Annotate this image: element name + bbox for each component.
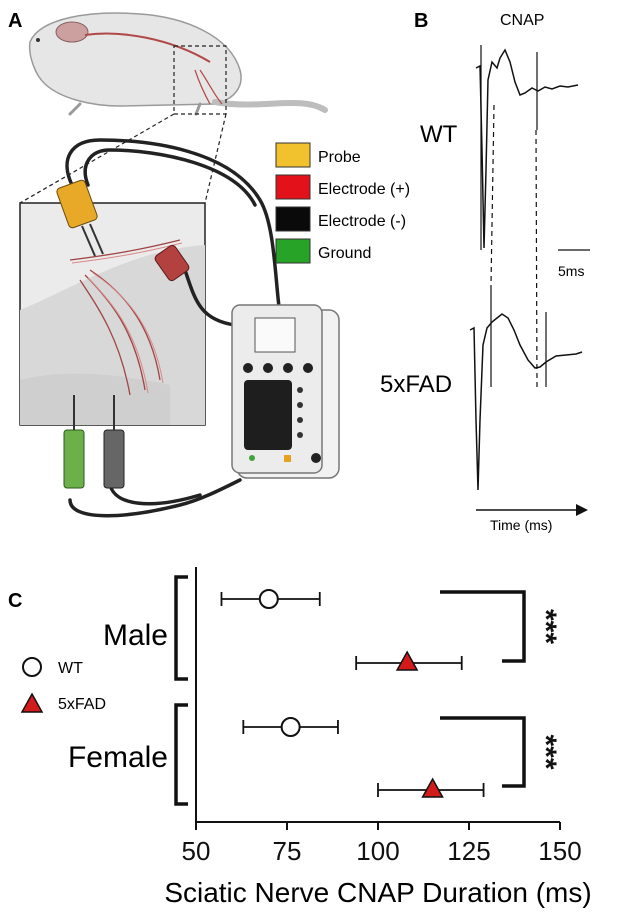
legend-swatch-electrode-positive xyxy=(275,174,311,200)
wt-boundary-lines xyxy=(480,45,538,250)
fad-cnap-trace xyxy=(469,313,583,491)
legend-label-electrode-negative: Electrode (-) xyxy=(318,213,406,230)
x-tick-label-75: 75 xyxy=(273,836,302,866)
legend-wt-label: WT xyxy=(58,660,83,677)
x-tick-label-100: 100 xyxy=(356,836,399,866)
panel-c-label: C xyxy=(8,590,22,612)
significance-bracket-male xyxy=(440,590,526,663)
zoom-line-left xyxy=(19,113,175,204)
positive-electrode-connector xyxy=(154,244,190,282)
point-wt-male xyxy=(258,589,279,609)
time-axis xyxy=(476,504,588,516)
legend-swatch-probe xyxy=(275,142,311,168)
point-wt-female xyxy=(280,717,301,737)
negative-electrode-connector xyxy=(103,395,125,489)
ground-connector xyxy=(63,395,85,489)
cnap-title: CNAP xyxy=(500,12,544,29)
x-tick-label-50: 50 xyxy=(182,836,211,866)
significance-bracket-female xyxy=(440,716,526,788)
group-label-male: Male xyxy=(103,619,168,652)
recording-device xyxy=(231,304,340,479)
onset-offset-dashed-lines xyxy=(490,104,538,388)
significance-stars-male: *** xyxy=(529,609,562,644)
legend-swatch-ground xyxy=(275,238,311,264)
wt-trace-label: WT xyxy=(420,121,458,148)
wt-cnap-trace xyxy=(475,48,579,249)
fad-boundary-lines xyxy=(490,285,547,387)
legend-label-electrode-positive: Electrode (+) xyxy=(318,181,410,198)
time-axis-arrow-icon xyxy=(576,504,588,516)
chart-legend: WT 5xFAD xyxy=(20,657,106,713)
legend-fad-label: 5xFAD xyxy=(58,696,106,713)
x-tick-label-125: 125 xyxy=(447,836,490,866)
mouse-illustration xyxy=(19,12,328,204)
electrode-legend: Probe Electrode (+) Electrode (-) Ground xyxy=(275,142,410,264)
significance-stars-female: *** xyxy=(529,734,562,769)
scale-bar-label: 5ms xyxy=(558,263,584,279)
legend-wt-marker xyxy=(22,657,42,677)
panel-b-label: B xyxy=(414,10,428,32)
bracket-female xyxy=(174,703,188,806)
bracket-male xyxy=(174,575,188,681)
group-label-female: Female xyxy=(68,741,168,774)
duration-plot: 50 75 100 125 150 *** *** xyxy=(182,567,582,866)
zoom-box xyxy=(173,45,227,115)
zoom-inset xyxy=(19,202,206,426)
legend-fad-marker xyxy=(20,692,44,713)
probe-connector xyxy=(56,179,104,257)
time-axis-label: Time (ms) xyxy=(490,517,552,533)
legend-swatch-electrode-negative xyxy=(275,206,311,232)
fad-trace-label: 5xFAD xyxy=(380,371,452,398)
x-tick-label-150: 150 xyxy=(538,836,581,866)
zoom-line-right xyxy=(204,113,227,204)
legend-label-ground: Ground xyxy=(318,245,371,262)
group-brackets xyxy=(174,575,188,806)
legend-label-probe: Probe xyxy=(318,149,361,166)
panel-a-label: A xyxy=(8,10,22,32)
x-axis-title: Sciatic Nerve CNAP Duration (ms) xyxy=(164,877,591,908)
point-5xfad-male xyxy=(395,650,419,671)
point-5xfad-female xyxy=(421,777,444,798)
probe-cables xyxy=(65,138,282,518)
